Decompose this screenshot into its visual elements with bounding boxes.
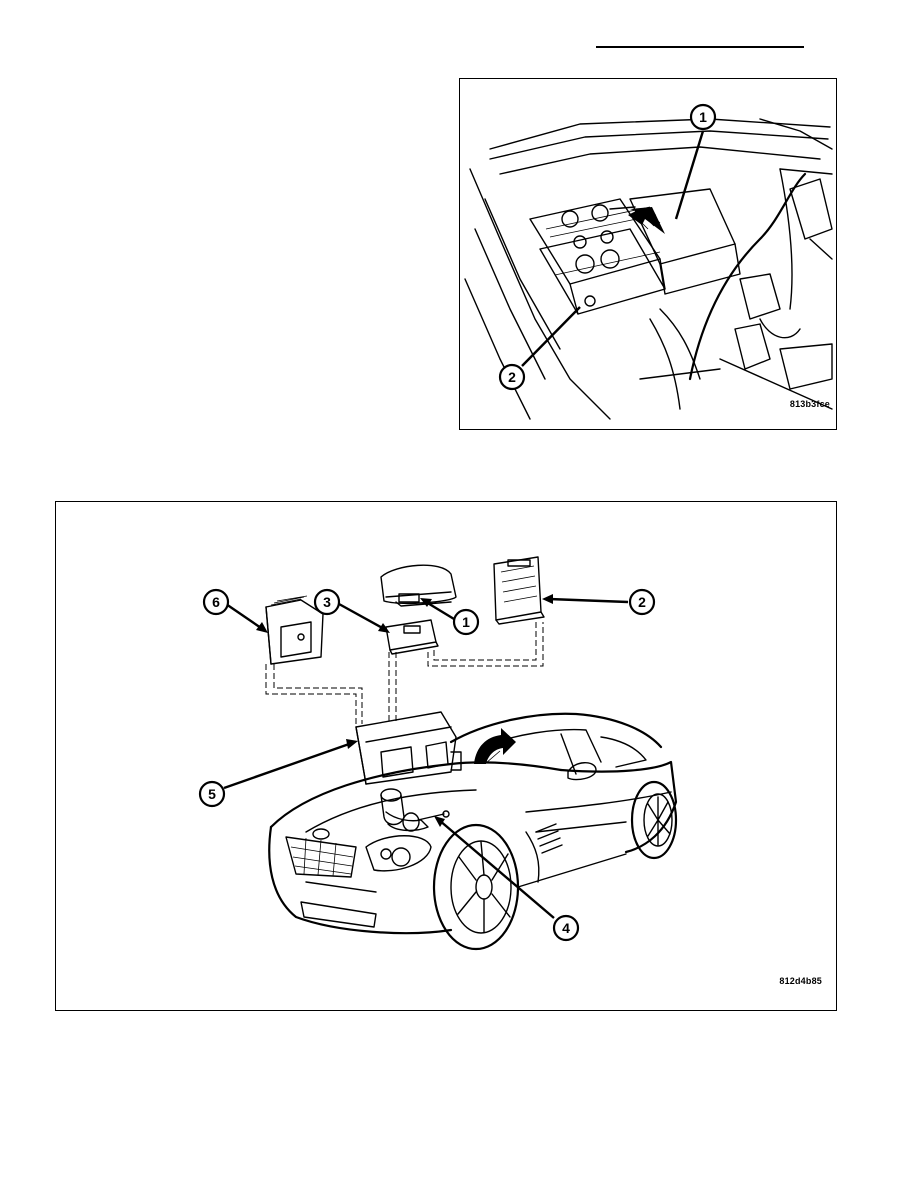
module-2-illustration [494, 557, 544, 624]
callout-5-label: 5 [208, 786, 216, 802]
cover-1-illustration [381, 565, 456, 606]
figure-id-label: 813b3fce [790, 399, 830, 409]
header-rule [596, 46, 804, 48]
callout-5: 5 [200, 782, 224, 806]
callout-2-label: 2 [638, 594, 646, 610]
bracket-3-illustration [386, 620, 438, 654]
housing-5-illustration [356, 712, 461, 784]
callout-1: 1 [454, 610, 478, 634]
callout-1: 1 [691, 105, 715, 129]
vehicle-exploded-view-figure: 6 3 1 2 5 4 812d4b85 [55, 501, 837, 1011]
engine-compartment-figure: 1 2 813b3fce [459, 78, 837, 430]
callout-4: 4 [554, 916, 578, 940]
callout-6-label: 6 [212, 594, 220, 610]
callout-3: 3 [315, 590, 339, 614]
engine-compartment-illustration: 1 2 [460, 79, 838, 431]
callout-1-label: 1 [699, 109, 707, 125]
module-6-illustration [266, 596, 323, 664]
figure-id-label: 812d4b85 [779, 976, 822, 986]
callout-2: 2 [630, 590, 654, 614]
vehicle-exploded-view-illustration: 6 3 1 2 5 4 [56, 502, 838, 1012]
callout-2-label: 2 [508, 369, 516, 385]
callout-2: 2 [500, 365, 524, 389]
callout-3-label: 3 [323, 594, 331, 610]
callout-6: 6 [204, 590, 228, 614]
vehicle-illustration [269, 714, 676, 949]
callout-1-label: 1 [462, 614, 470, 630]
callout-4-label: 4 [562, 920, 570, 936]
